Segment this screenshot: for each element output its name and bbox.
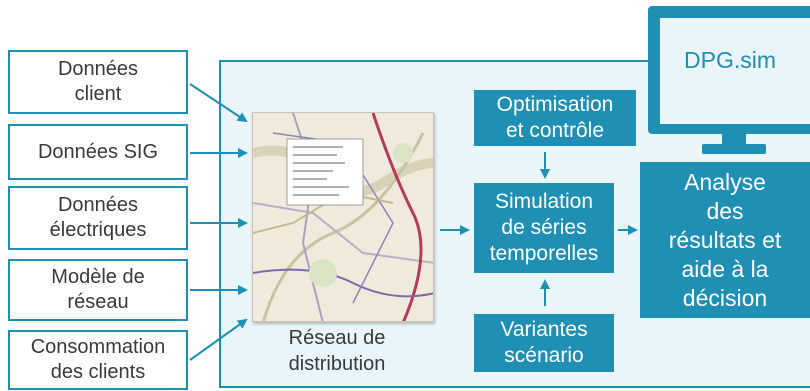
box-analyse: Analyse des résultats et aide à la décis…: [640, 162, 810, 318]
input-modele-reseau: Modèle de réseau: [8, 259, 188, 321]
monitor-screen: [660, 18, 810, 124]
arrow-consommation: [189, 318, 248, 361]
map-caption: Réseau de distribution: [288, 327, 386, 375]
monitor-stand: [702, 144, 766, 154]
box-simulation: Simulation de séries temporelles: [474, 183, 614, 273]
input-donnees-sig: Données SIG: [8, 124, 188, 180]
monitor-neck: [722, 132, 746, 146]
network-map-image: [252, 112, 434, 322]
box-optimisation: Optimisation et contrôle: [474, 90, 636, 146]
tool-name: DPG.sim: [684, 46, 776, 73]
map-illustration: [253, 113, 433, 321]
input-donnees-electriques: Données électriques: [8, 186, 188, 250]
box-variantes: Variantes scénario: [474, 314, 614, 372]
input-donnees-client: Données client: [8, 50, 188, 114]
input-consommation-clients: Consommation des clients: [8, 330, 188, 390]
arrow-client: [189, 83, 248, 123]
